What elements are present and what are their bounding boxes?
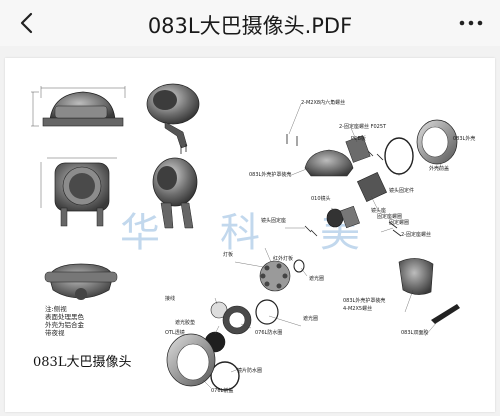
part-label: 076L前盖 bbox=[211, 388, 234, 394]
camera-side-view bbox=[40, 157, 117, 227]
part-label: 固定座螺圈 bbox=[377, 214, 403, 220]
spec-line: 外壳为铝合金 bbox=[45, 321, 84, 329]
part-label: 076L防水圈 bbox=[255, 330, 283, 336]
camera-bottom-view bbox=[44, 263, 118, 300]
part-label: 镜头固定座 bbox=[261, 218, 287, 224]
camera-iso-view-2 bbox=[152, 157, 198, 229]
title-bar: 083L大巴摄像头.PDF bbox=[0, 0, 500, 46]
spec-line: 带夜视 bbox=[45, 329, 65, 337]
part-label: 镜片防水圈 bbox=[237, 368, 263, 374]
spec-line: 注:侧视 bbox=[45, 305, 67, 313]
part-label: 接线 bbox=[165, 296, 176, 302]
part-label: PCB板 bbox=[351, 136, 366, 142]
part-label: 遮光圈 bbox=[303, 316, 319, 322]
technical-drawing bbox=[31, 83, 460, 391]
part-label: 083L外壳 bbox=[453, 136, 476, 142]
pdf-page: 华 科 美 bbox=[5, 58, 495, 412]
spec-line: 表面处理黑色 bbox=[45, 313, 84, 321]
exploded-view bbox=[166, 103, 460, 391]
camera-top-view bbox=[31, 86, 126, 127]
part-label: 红外灯板 bbox=[273, 256, 294, 262]
part-label: 外壳前盖 bbox=[429, 166, 450, 172]
document-title: 083L大巴摄像头.PDF bbox=[147, 14, 353, 38]
part-label: OTL透镜 bbox=[165, 330, 185, 336]
camera-iso-view-1 bbox=[146, 83, 200, 154]
part-label: 遮光圈 bbox=[309, 276, 325, 282]
spec-notes: 注:侧视 表面处理黑色 外壳为铝合金 带夜视 bbox=[45, 305, 84, 337]
drawing-title: 083L大巴摄像头 bbox=[33, 355, 132, 370]
watermark-char: 华 bbox=[120, 210, 160, 256]
part-label: 2-M2X8内六角螺丝 bbox=[301, 100, 346, 106]
part-label: 2-固定座螺丝 bbox=[401, 232, 431, 238]
pdf-viewer[interactable]: 华 科 美 bbox=[0, 46, 500, 416]
part-label: 4-M2X5螺丝 bbox=[343, 306, 373, 312]
part-label: 083L外壳护罩装壳 bbox=[343, 298, 386, 304]
watermark-char: 科 bbox=[220, 210, 260, 256]
part-label: 遮光胶垫 bbox=[175, 320, 196, 326]
part-label: 固定螺圈 bbox=[389, 220, 410, 226]
part-label: 镜头固定件 bbox=[389, 188, 415, 194]
more-dots-icon[interactable] bbox=[458, 12, 484, 34]
part-label: 083L外壳护罩装壳 bbox=[249, 172, 292, 178]
part-label: 083L双面胶 bbox=[401, 330, 429, 336]
part-label: 010镜头 bbox=[311, 196, 331, 202]
part-label: 镜头座 bbox=[371, 208, 387, 214]
chevron-left-icon[interactable] bbox=[14, 9, 42, 37]
part-label: 2-固定座螺丝 F025T bbox=[339, 124, 387, 130]
part-label: 灯板 bbox=[223, 252, 234, 258]
